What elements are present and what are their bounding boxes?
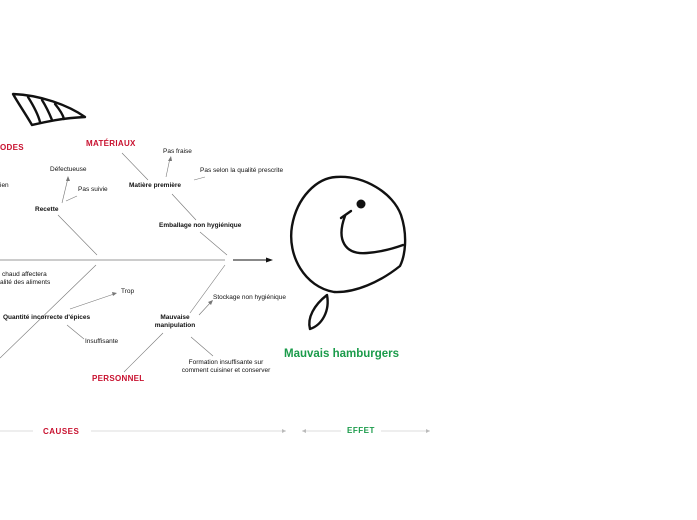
twig-formation <box>190 336 214 357</box>
cause-pas-fraise: Pas fraise <box>163 148 192 155</box>
twig-trop <box>69 293 115 310</box>
cause-mauvaise-line1: Mauvaise <box>160 314 190 321</box>
category-methodes: ODES <box>0 143 24 152</box>
cause-matiere-premiere: Matière première <box>129 182 182 189</box>
fish-head-icon <box>289 175 407 331</box>
bone-materiaux <box>121 152 149 181</box>
cause-bien: ien <box>0 182 9 189</box>
twig-defectueuse <box>61 177 69 204</box>
twig-insuffisante <box>66 324 85 340</box>
twig-pas-fraise <box>165 157 171 178</box>
twig-pas-suivie <box>65 195 78 202</box>
footer-effet-label: EFFET <box>347 426 375 435</box>
category-personnel: PERSONNEL <box>92 374 145 383</box>
cause-mauvaise-manipulation: Mauvaise manipulation <box>145 314 205 330</box>
twig-pas-selon <box>193 176 206 181</box>
cause-chaud-line2: alité des aliments <box>0 279 51 286</box>
cause-insuffisante: Insuffisante <box>85 338 119 345</box>
cause-formation-line1: Formation insuffisante sur <box>188 359 264 366</box>
fish-tail-icon <box>11 92 87 127</box>
cause-stockage: Stockage non hygiénique <box>213 294 287 301</box>
footer-causes-label: CAUSES <box>43 427 80 436</box>
effect-title: Mauvais hamburgers <box>284 348 400 360</box>
category-materiaux: MATÉRIAUX <box>86 139 136 148</box>
spine-arrow-head <box>266 257 273 263</box>
cause-pas-suivie: Pas suivie <box>78 186 108 193</box>
twig-emballage <box>171 193 197 221</box>
bone-materiaux-lower <box>199 231 228 256</box>
cause-mauvaise-line2: manipulation <box>154 322 196 329</box>
twig-stockage <box>198 301 212 316</box>
cause-formation: Formation insuffisante sur comment cuisi… <box>167 359 285 375</box>
cause-quantite-epices: Quantité incorrecte d'épices <box>3 314 91 321</box>
cause-trop: Trop <box>121 288 135 295</box>
bone-methodes-lower <box>0 264 97 359</box>
cause-emballage: Emballage non hygiénique <box>159 222 242 229</box>
cause-chaud-line1: chaud affectera <box>2 271 47 278</box>
cause-defectueuse: Défectueuse <box>50 166 87 173</box>
bone-personnel <box>123 332 164 373</box>
bone-recette <box>57 214 98 256</box>
fish-eye-icon <box>356 199 366 209</box>
cause-recette: Recette <box>35 206 59 213</box>
cause-pas-selon-qualite: Pas selon la qualité prescrite <box>200 167 284 174</box>
bone-personnel-upper <box>189 264 226 314</box>
cause-formation-line2: comment cuisiner et conserver <box>181 367 271 374</box>
